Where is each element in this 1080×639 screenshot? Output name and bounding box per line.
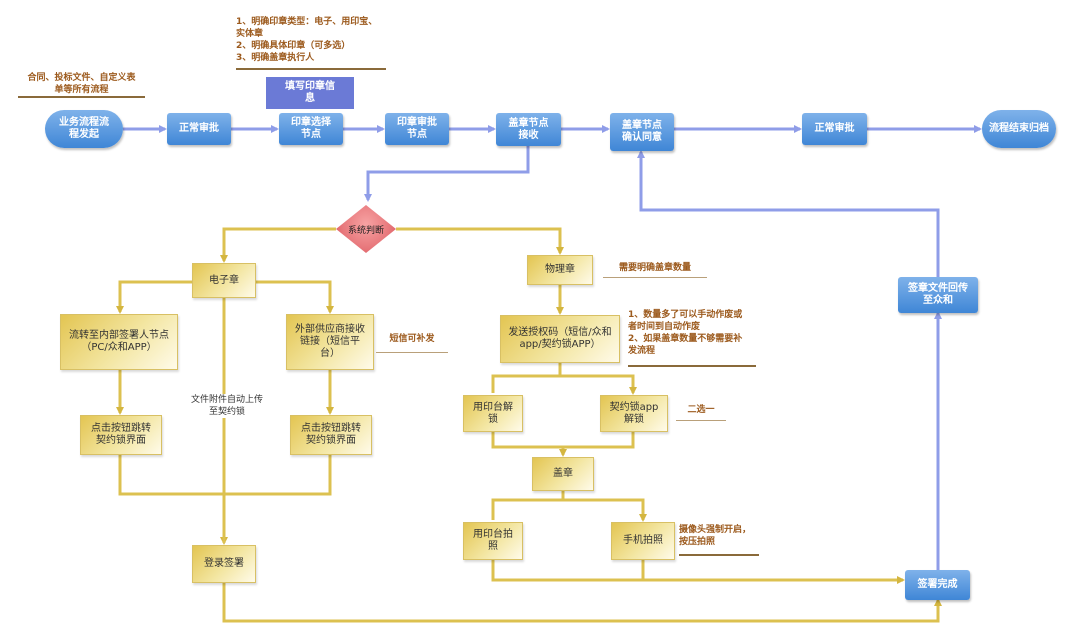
- arrow-receive-to-judge: [364, 146, 530, 202]
- seal-requirements-note: 1、明确印章类型：电子、用印宝、实体章 2、明确具体印章（可多选） 3、明确盖章…: [236, 16, 386, 70]
- return-file-node[interactable]: 签章文件回传至众和: [898, 277, 978, 313]
- stamp-confirm-node[interactable]: 盖章节点确认同意: [610, 113, 674, 151]
- auto-upload-label: 文件附件自动上传至契约锁: [187, 394, 267, 419]
- login-sign-node[interactable]: 登录签署: [192, 545, 256, 583]
- seal-select-node[interactable]: 印章选择节点: [279, 113, 343, 145]
- arrow-return-to-confirm: [637, 150, 940, 277]
- external-supplier-link-node[interactable]: 外部供应商接收链接（短信平台）: [286, 314, 374, 370]
- start-note: 合同、投标文件、自定义表单等所有流程: [18, 72, 145, 99]
- unlock-by-app-node[interactable]: 契约锁app解锁: [600, 395, 668, 432]
- photo-by-phone-node[interactable]: 手机拍照: [611, 522, 675, 560]
- stamp-receive-node[interactable]: 盖章节点接收: [496, 113, 561, 146]
- camera-note: 摄像头强制开启，按压拍照: [679, 524, 759, 556]
- arrow-stamp-split: [491, 491, 643, 520]
- fill-seal-info-node[interactable]: 填写印章信息: [266, 77, 354, 109]
- stamp-count-note: 需要明确盖章数量: [603, 262, 707, 278]
- normal-approval-node-2[interactable]: 正常审批: [802, 113, 867, 145]
- system-judge-decision[interactable]: 系统判断: [336, 205, 396, 253]
- arrow-judge-to-physical: [396, 227, 564, 255]
- arrow-photos-to-complete: [491, 560, 903, 580]
- stamp-node[interactable]: 盖章: [532, 457, 594, 491]
- photo-by-seal-machine-node[interactable]: 用印台拍照: [463, 522, 523, 560]
- normal-approval-node-1[interactable]: 正常审批: [167, 113, 231, 145]
- send-auth-code-node[interactable]: 发送授权码（短信/众和app/契约锁APP）: [500, 315, 620, 363]
- arrow-unlock-merge: [491, 432, 635, 455]
- auth-code-note: 1、数量多了可以手动作废或者时间到自动作废 2、如果盖章数量不够需要补发流程: [628, 309, 756, 367]
- physical-seal-node[interactable]: 物理章: [527, 255, 593, 285]
- unlock-by-seal-machine-node[interactable]: 用印台解锁: [463, 395, 523, 432]
- seal-approval-node[interactable]: 印章审批节点: [385, 113, 449, 145]
- internal-signer-flow-node[interactable]: 流转至内部签署人节点（PC/众和APP）: [60, 314, 178, 370]
- sign-complete-node[interactable]: 签署完成: [905, 570, 970, 600]
- click-jump-node-1[interactable]: 点击按钮跳转契约锁界面: [80, 415, 162, 455]
- arrow-esign-left-start: [116, 280, 192, 314]
- arrow-login-to-complete: [222, 583, 942, 623]
- sms-resend-note: 短信可补发: [376, 333, 448, 353]
- start-node[interactable]: 业务流程流程发起: [45, 110, 123, 148]
- arrow-judge-to-esign: [220, 227, 336, 263]
- choose-one-note: 二选一: [676, 404, 726, 421]
- click-jump-node-2[interactable]: 点击按钮跳转契约锁界面: [290, 415, 372, 455]
- electronic-seal-node[interactable]: 电子章: [192, 263, 256, 298]
- end-node[interactable]: 流程结束归档: [982, 110, 1056, 148]
- arrow-clicks-merge: [118, 455, 332, 543]
- arrow-auth-split: [491, 363, 633, 393]
